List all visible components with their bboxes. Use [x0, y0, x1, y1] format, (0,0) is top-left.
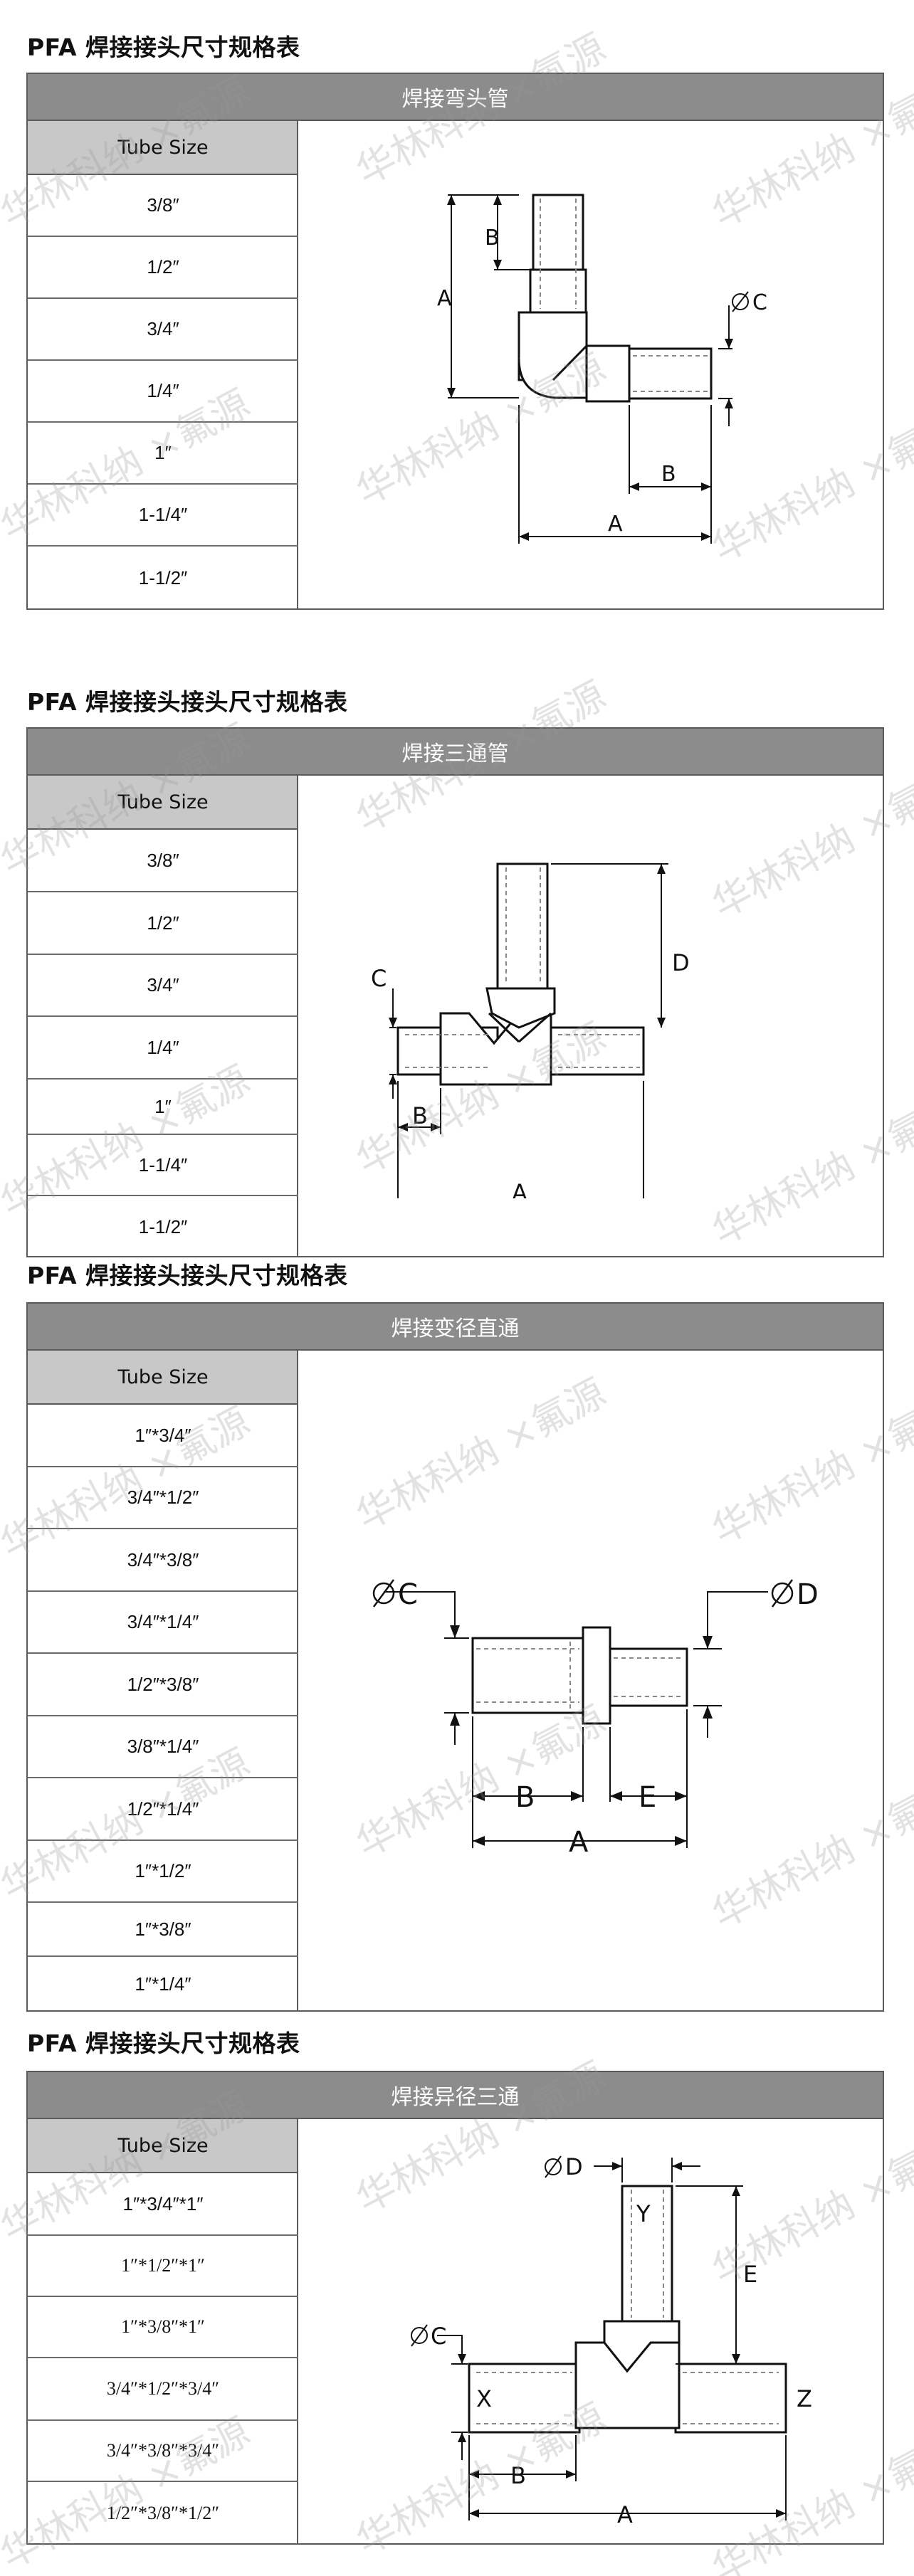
size-column [28, 1351, 298, 2012]
table-band-title: 焊接异径三通 [28, 2072, 883, 2119]
dim-label-x: X [476, 2385, 492, 2412]
reducer-spec-table: 焊接变径直通 Tube Size 1″*3/4″ 3/4″*1/2″ 3/4″*… [26, 1302, 884, 2012]
dim-label-c: C [371, 965, 387, 992]
reducing-tee-diagram: D Y E C X Z B A [411, 2153, 812, 2528]
table-row: 1/4″ [28, 1017, 298, 1080]
table-row: 1″*3/4″*1″ [28, 2173, 298, 2236]
column-header: Tube Size [28, 121, 298, 175]
table-row: 1-1/2″ [138, 1215, 188, 1237]
table-row: 1/2″*3/8″ [28, 1654, 298, 1716]
table-row: 1″*1/2″*1″ [28, 2236, 298, 2297]
dim-label-z: Z [797, 2385, 812, 2412]
section-2-title: PFA 焊接接头接头尺寸规格表 [27, 688, 348, 716]
table-row: 1″*1/2″ [28, 1841, 298, 1903]
dim-label-a: A [569, 1826, 589, 1859]
table-row: 1″ [28, 423, 298, 485]
table-row: 1-1/2″ [138, 567, 188, 588]
dim-label-a: A [617, 2501, 633, 2528]
table-row: 3/8″*1/4″ [28, 1716, 298, 1778]
table-row: 3/4″*3/8″ [28, 1529, 298, 1592]
table-row: 3/4″*3/8″*3/4″ [28, 2421, 298, 2482]
table-row: 3/4″ [28, 299, 298, 361]
tee-diagram: C D B A [371, 862, 690, 1198]
tee-spec-table: 焊接三通管 Tube Size 3/8″ 1/2″ 3/4″ 1/4″ 1″ 1… [26, 727, 884, 1257]
section-1-title: PFA 焊接接头尺寸规格表 [27, 33, 300, 61]
table-row: 1/2″ [28, 892, 298, 955]
dim-label-c: C [752, 290, 767, 315]
elbow-diagram: A B C B A [437, 194, 767, 544]
column-header: Tube Size [28, 776, 298, 830]
reducing-tee-spec-table: 焊接异径三通 Tube Size 1″*3/4″*1″ 1″*1/2″*1″ 1… [26, 2071, 884, 2545]
dim-label-y: Y [636, 2200, 651, 2227]
dim-label-a: A [437, 286, 452, 311]
dim-label-d: D [672, 949, 690, 976]
table-row: 1″*1/4″ [135, 1973, 191, 1995]
table-band-title: 焊接弯头管 [28, 74, 883, 121]
table-row: 1-1/4″ [28, 1135, 298, 1196]
dim-label-b: B [515, 1781, 535, 1814]
elbow-spec-table: 焊接弯头管 Tube Size 3/8″ 1/2″ 3/4″ 1/4″ 1″ 1… [26, 73, 884, 610]
size-column [28, 121, 298, 610]
table-row: 1/2″*3/8″*1/2″ [106, 2503, 220, 2523]
dim-label-b: B [510, 2462, 526, 2489]
section-3-title: PFA 焊接接头接头尺寸规格表 [27, 1262, 348, 1289]
table-row: 1-1/4″ [28, 485, 298, 547]
table-row: 1″*3/8″*1″ [28, 2297, 298, 2358]
dim-label-b: B [485, 226, 500, 250]
table-row: 1/4″ [28, 361, 298, 423]
table-row: 3/4″*1/2″ [28, 1467, 298, 1529]
dim-label-d: D [797, 1578, 819, 1611]
table-band-title: 焊接三通管 [28, 729, 883, 776]
table-row: 3/8″ [28, 175, 298, 237]
dim-label-d: D [565, 2153, 583, 2180]
dim-label-c: C [431, 2323, 446, 2350]
table-row: 1″ [28, 1080, 298, 1135]
dim-label-e: E [639, 1781, 656, 1814]
table-row: 1/2″*1/4″ [28, 1778, 298, 1841]
dim-label-e: E [743, 2261, 757, 2288]
table-row: 3/4″*1/4″ [28, 1592, 298, 1654]
section-4-title: PFA 焊接接头尺寸规格表 [27, 2029, 300, 2057]
dim-label-a2: A [608, 512, 623, 537]
table-row: 1″*3/8″ [28, 1903, 298, 1957]
table-row: 1″*3/4″ [28, 1405, 298, 1467]
table-band-title: 焊接变径直通 [28, 1304, 883, 1351]
reducer-diagram: C D B E A [372, 1578, 819, 1859]
table-row: 3/4″ [28, 955, 298, 1017]
dim-label-b: B [412, 1102, 428, 1129]
table-row: 1/2″ [28, 237, 298, 299]
column-header: Tube Size [28, 1351, 298, 1405]
dim-label-a: A [512, 1179, 527, 1198]
dim-label-b2: B [661, 462, 676, 487]
size-column [28, 2119, 298, 2545]
table-row: 3/4″*1/2″*3/4″ [28, 2358, 298, 2421]
dim-label-c: C [398, 1578, 418, 1611]
table-row: 3/8″ [28, 830, 298, 892]
column-header: Tube Size [28, 2119, 298, 2173]
